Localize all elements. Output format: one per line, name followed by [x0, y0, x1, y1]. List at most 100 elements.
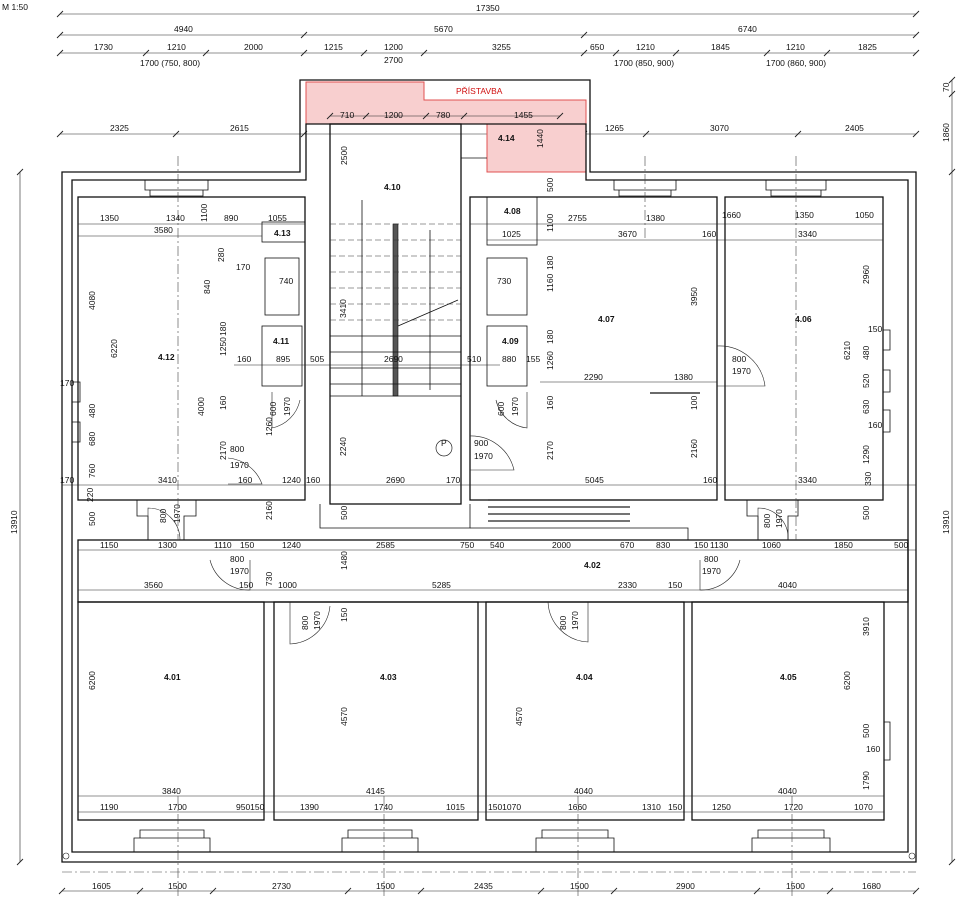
dim-2160b: 2160 — [264, 501, 274, 520]
dim-800a: 800 — [230, 444, 244, 454]
dim-1100b: 1100 — [545, 213, 555, 232]
dim-2500: 2500 — [339, 146, 349, 165]
dim-1100a: 1100 — [199, 203, 209, 222]
dim-1050: 1050 — [855, 210, 874, 220]
dim-1025: 1025 — [502, 229, 521, 239]
dim-2325: 2325 — [110, 123, 129, 133]
dim-800g: 800 — [300, 616, 310, 630]
room-4-07-group: 4.08 500 1100 2755 1380 1025 3670 160 16… — [467, 178, 883, 460]
dim-2170a: 2170 — [218, 441, 228, 460]
dim-760: 760 — [87, 464, 97, 478]
dim-1070b: 1070 — [854, 802, 873, 812]
room-4-07: 4.07 — [598, 314, 615, 324]
dim-1660: 1660 — [722, 210, 741, 220]
dim-6740: 6740 — [738, 24, 757, 34]
dim-150c: 150 — [694, 540, 708, 550]
dim-2690b: 2690 — [386, 475, 405, 485]
dim-bottom-1680: 1680 — [862, 881, 881, 891]
dim-4040b: 4040 — [574, 786, 593, 796]
dim-4040a: 4040 — [778, 580, 797, 590]
dim-1000: 1000 — [278, 580, 297, 590]
dim-6200a: 6200 — [87, 671, 97, 690]
dim-880: 880 — [502, 354, 516, 364]
dim-220: 220 — [85, 488, 95, 502]
dim-1250a: 1250 — [218, 337, 228, 356]
dim-180a: 180 — [218, 322, 228, 336]
interior-walls — [72, 123, 909, 821]
dim-bottom-2900: 2900 — [676, 881, 695, 891]
room-4-10: 4.10 — [384, 182, 401, 192]
dim-1660b: 1660 — [568, 802, 587, 812]
dim-750: 750 — [460, 540, 474, 550]
dim-1970i: 1970 — [702, 566, 721, 576]
dim-1380b: 1380 — [674, 372, 693, 382]
dim-5285: 5285 — [432, 580, 451, 590]
dim-800c: 800 — [158, 509, 168, 523]
dim-2290: 2290 — [584, 372, 603, 382]
dim-1730: 1730 — [94, 42, 113, 52]
dim-4040c: 4040 — [778, 786, 797, 796]
room-4-05: 4.05 — [780, 672, 797, 682]
dim-100: 100 — [689, 396, 699, 410]
dim-1350b: 1350 — [795, 210, 814, 220]
dim-500f: 500 — [894, 540, 908, 550]
dim-2000: 2000 — [244, 42, 263, 52]
dim-1970d: 1970 — [732, 366, 751, 376]
room-4-04: 4.04 — [576, 672, 593, 682]
dim-800d: 800 — [762, 514, 772, 528]
dim-480b: 480 — [861, 346, 871, 360]
dim-1290: 1290 — [861, 445, 871, 464]
dim-2615: 2615 — [230, 123, 249, 133]
dim-1970k: 1970 — [570, 611, 580, 630]
bottom-rooms: 800 1970 150 800 1970 6200 4.01 4570 4.0… — [78, 601, 884, 813]
room-4-13: 4.13 — [274, 228, 291, 238]
dim-4080: 4080 — [87, 291, 97, 310]
dim-1970j: 1970 — [312, 611, 322, 630]
dim-1210c: 1210 — [786, 42, 805, 52]
dim-1130: 1130 — [710, 540, 729, 550]
dim-800f: 800 — [704, 554, 718, 564]
dim-2000: 2000 — [552, 540, 571, 550]
dim-1150: 1150 — [100, 540, 119, 550]
dim-900: 900 — [474, 438, 488, 448]
room-4-11: 4.11 — [273, 336, 289, 346]
dim-670: 670 — [620, 540, 634, 550]
dim-500c: 500 — [87, 512, 97, 526]
dim-180b: 180 — [545, 256, 555, 270]
dim-5670: 5670 — [434, 24, 453, 34]
dim-1825: 1825 — [858, 42, 877, 52]
dim-1970f: 1970 — [172, 504, 182, 523]
dim-4570b: 4570 — [514, 707, 524, 726]
dim-170a: 170 — [236, 262, 250, 272]
dim-3070: 3070 — [710, 123, 729, 133]
p-marker: P — [441, 438, 447, 448]
dim-bottom-2435: 2435 — [474, 881, 493, 891]
dim-right-70: 70 — [941, 82, 951, 92]
dim-160h: 160 — [545, 396, 555, 410]
dim-1501070: 1501070 — [488, 802, 521, 812]
dim-3410a: 3410 — [158, 475, 177, 485]
dim-800b: 800 — [732, 354, 746, 364]
dim-1210a: 1210 — [167, 42, 186, 52]
dim-2160a: 2160 — [689, 439, 699, 458]
dim-730: 730 — [497, 276, 511, 286]
dim-1970b: 1970 — [230, 460, 249, 470]
dim-overall: 17350 — [476, 3, 500, 13]
dim-annex-1200: 1200 — [384, 110, 403, 120]
dim-895: 895 — [276, 354, 290, 364]
dim-3580: 3580 — [154, 225, 173, 235]
dim-1700-750-800: 1700 (750, 800) — [140, 58, 200, 68]
dim-170c: 170 — [60, 475, 74, 485]
dim-160g: 160 — [868, 420, 882, 430]
dim-830: 830 — [656, 540, 670, 550]
dim-160i: 160 — [866, 744, 880, 754]
dim-1300: 1300 — [158, 540, 177, 550]
dim-480a: 480 — [87, 404, 97, 418]
dim-2690a: 2690 — [384, 354, 403, 364]
dim-2585: 2585 — [376, 540, 395, 550]
dim-150b: 150 — [240, 540, 254, 550]
room-4-06-group: 2960 4.06 6210 150 480 520 630 160 1290 — [795, 265, 882, 464]
corridor-4-02-group: 1150 1300 1110 150 1240 2585 750 540 200… — [78, 540, 916, 591]
dim-bottom-1500d: 1500 — [786, 881, 805, 891]
dim-630: 630 — [861, 400, 871, 414]
